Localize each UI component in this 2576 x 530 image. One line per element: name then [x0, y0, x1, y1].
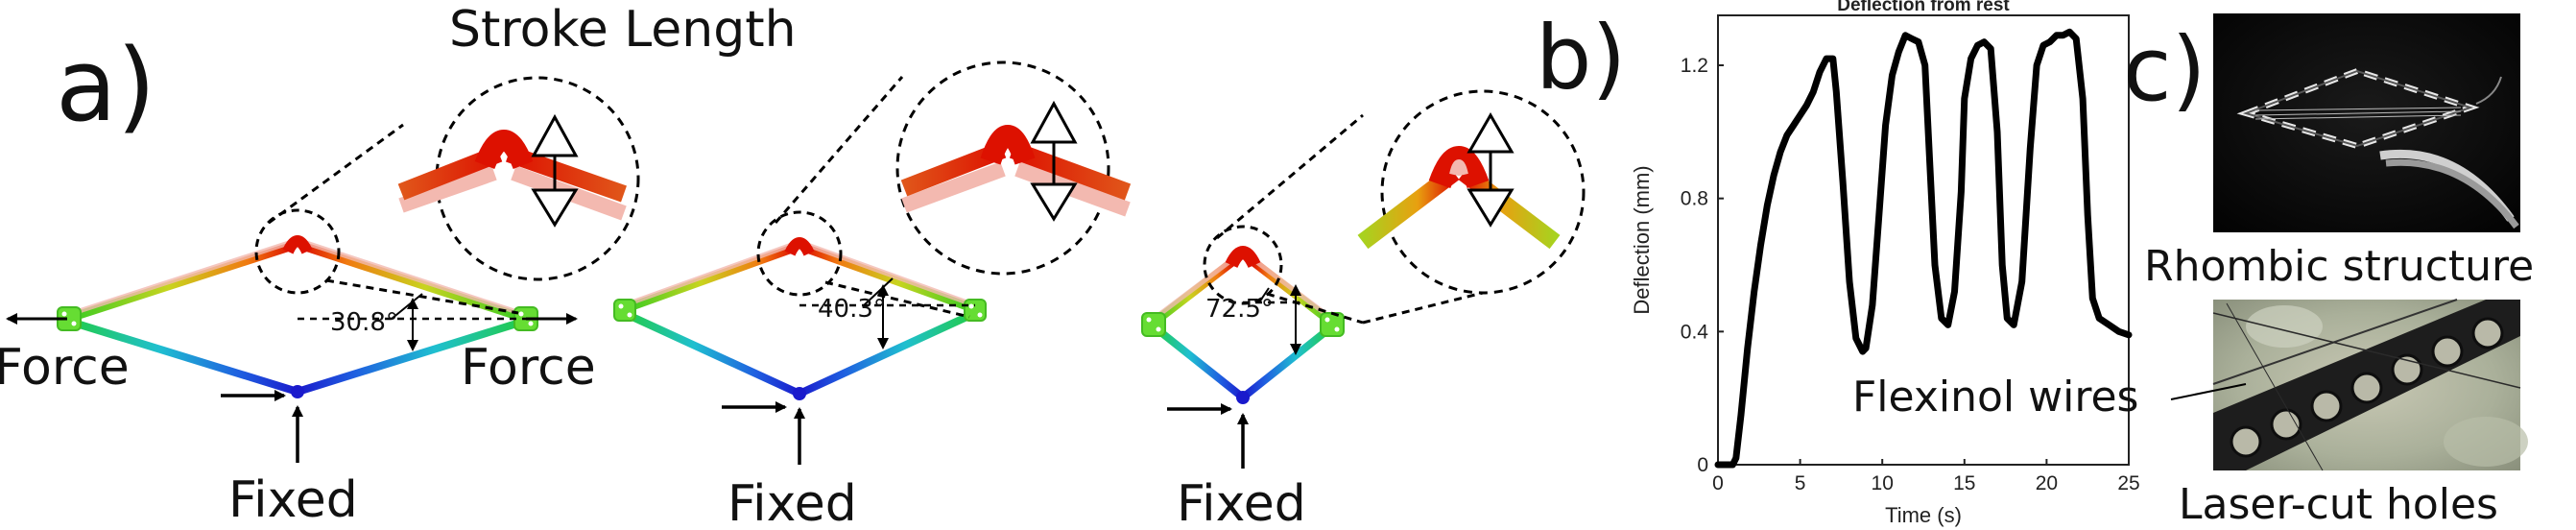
x-axis-label: Time (s) — [1885, 503, 1962, 527]
angle-label-1: 30.8° — [330, 308, 398, 337]
fixed-label-2: Fixed — [727, 475, 857, 530]
laser-cut-holes-caption: Laser-cut holes — [2179, 480, 2498, 529]
x-tick-label: 15 — [1953, 472, 1975, 494]
angle-label-3: 72.5° — [1205, 295, 1274, 324]
fixed-label-1: Fixed — [228, 471, 358, 529]
y-tick-label: 0 — [1697, 454, 1708, 476]
panel-a-label: a) — [56, 27, 155, 144]
panel-a-title: Stroke Length — [449, 1, 797, 59]
y-tick-label: 0.4 — [1681, 321, 1709, 343]
panel-c-label: c) — [2123, 18, 2206, 121]
force-label-right: Force — [461, 339, 596, 397]
x-tick-label: 5 — [1795, 472, 1806, 494]
rhombic-structure-caption: Rhombic structure — [2144, 242, 2534, 291]
flexinol-wires-label: Flexinol wires — [1852, 373, 2138, 422]
chart-title: Deflection from rest — [1837, 0, 2010, 15]
y-ticks: 0 0.4 0.8 1.2 — [1681, 55, 1724, 476]
force-label-left: Force — [0, 339, 130, 397]
y-tick-label: 1.2 — [1681, 55, 1708, 77]
rhombus-2 — [613, 60, 1132, 465]
rhombic-structure-photo — [2213, 13, 2520, 232]
deflection-chart: Deflection from rest Time (s) Deflection… — [1630, 0, 2140, 527]
flexinol-pointer — [2170, 383, 2247, 400]
x-tick-label: 0 — [1712, 472, 1724, 494]
rhombus-3 — [1141, 89, 1586, 469]
x-ticks: 0 5 10 15 20 25 — [1712, 459, 2140, 494]
laser-cut-holes-photo — [2212, 299, 2528, 471]
deflection-line — [1714, 28, 2133, 469]
panel-c: c) Rhombic structure — [2123, 13, 2534, 529]
y-tick-label: 0.8 — [1681, 188, 1708, 210]
x-tick-label: 20 — [2036, 472, 2058, 494]
x-tick-label: 25 — [2117, 472, 2139, 494]
rhombus-1 — [6, 76, 640, 463]
x-tick-label: 10 — [1872, 472, 1894, 494]
angle-label-2: 40.3° — [818, 295, 886, 324]
panel-a: a) Stroke Length — [0, 1, 1586, 530]
panel-b: b) Deflection from rest Time (s) Deflect… — [1536, 0, 2140, 527]
y-axis-label: Deflection (mm) — [1630, 165, 1654, 314]
panel-b-label: b) — [1536, 7, 1626, 109]
fixed-label-3: Fixed — [1177, 475, 1306, 530]
